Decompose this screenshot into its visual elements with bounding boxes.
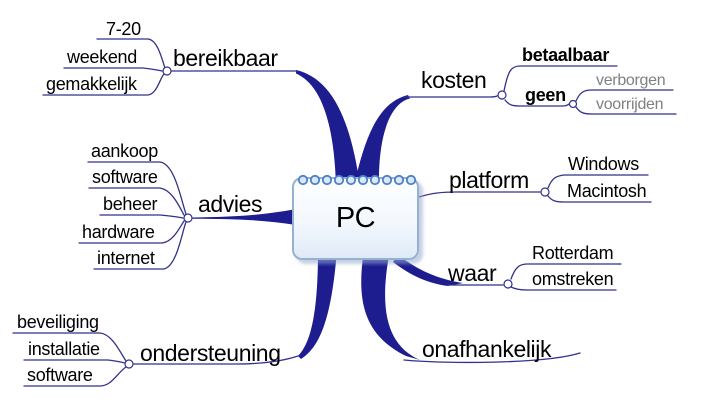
underline-7-20 [96,38,166,69]
underline-beveiliging [12,332,127,362]
underline-installatie [23,359,126,364]
branch-bereikbaar-curve [296,70,360,186]
subtopic-geen[interactable]: geen [525,85,566,105]
underline-macintosh [547,195,652,203]
junction-handles [124,66,578,369]
subtopic-gemakkelijk[interactable]: gemakkelijk [46,74,137,94]
junction-kosten [497,90,507,100]
underline-verborgen [575,89,674,102]
topic-bereikbaar[interactable]: bereikbaar [173,45,278,71]
subtopic-beheer[interactable]: beheer [103,194,158,214]
subtopic-weekend[interactable]: weekend [67,47,137,67]
notepad-spiral-icon [297,174,417,186]
underline-gemakkelijk [42,73,165,96]
junction-platform [540,187,550,197]
junction-ondersteuning [124,359,134,369]
topic-ondersteuning[interactable]: ondersteuning [140,340,281,366]
subtopic-internet[interactable]: internet [97,248,155,268]
underline-voorrijden [575,106,677,115]
topic-onafhankelijk[interactable]: onafhankelijk [422,336,552,362]
underline-kosten [403,93,500,98]
branch-ondersteuning-curve [298,250,337,359]
subtopic-windows[interactable]: Windows [568,154,639,174]
underline-geen [504,99,570,107]
subtopic-omstreken[interactable]: omstreken [532,269,614,289]
underline-betaalbaar [503,65,618,92]
subtopic-betaalbaar[interactable]: betaalbaar [522,45,610,65]
branch-advies-wedge [192,209,296,225]
subtopic-hardware[interactable]: hardware [82,222,155,242]
subtopic-verborgen[interactable]: verborgen [596,72,666,89]
topic-kosten[interactable]: kosten [421,67,487,93]
junction-bereikbaar [162,66,172,76]
line-platform [418,191,541,198]
subtopic-macintosh[interactable]: Macintosh [567,181,647,201]
underline-rotterdam [510,263,622,280]
subtopic-voorrijden[interactable]: voorrijden [596,96,664,113]
subtopic-software-ondersteuning[interactable]: software [27,365,93,385]
branch-onafhankelijk-curve [361,250,420,360]
underline-software-ondersteuning [23,366,127,387]
underline-omstreken [510,286,617,291]
topic-platform[interactable]: platform [449,167,529,193]
thick-branches [192,70,463,360]
thin-lines [12,38,677,387]
underline-software-advies [88,187,185,216]
underline-weekend [63,67,163,72]
central-topic-node[interactable]: PC [292,177,419,260]
underline-internet [93,221,187,270]
junction-advies [183,213,193,223]
underline-aankoop [87,161,187,215]
topic-advies[interactable]: advies [198,191,263,217]
branch-kosten-curve [354,95,410,186]
junction-waar [503,279,513,289]
subtopic-software-advies[interactable]: software [92,167,158,187]
underline-beheer [99,214,184,219]
underline-onafhankelijk [403,352,581,364]
subtopic-aankoop[interactable]: aankoop [91,141,158,161]
central-topic-label: PC [335,202,376,234]
subtopic-beveiliging[interactable]: beveiliging [17,312,99,332]
junction-geen [568,99,578,109]
underline-ondersteuning [133,355,299,365]
subtopic-7-20[interactable]: 7-20 [106,19,141,39]
subtopic-installatie[interactable]: installatie [28,339,100,359]
underline-hardware [78,220,185,244]
topic-waar[interactable]: waar [448,260,497,286]
underline-windows [547,174,649,189]
subtopic-rotterdam[interactable]: Rotterdam [532,243,614,263]
